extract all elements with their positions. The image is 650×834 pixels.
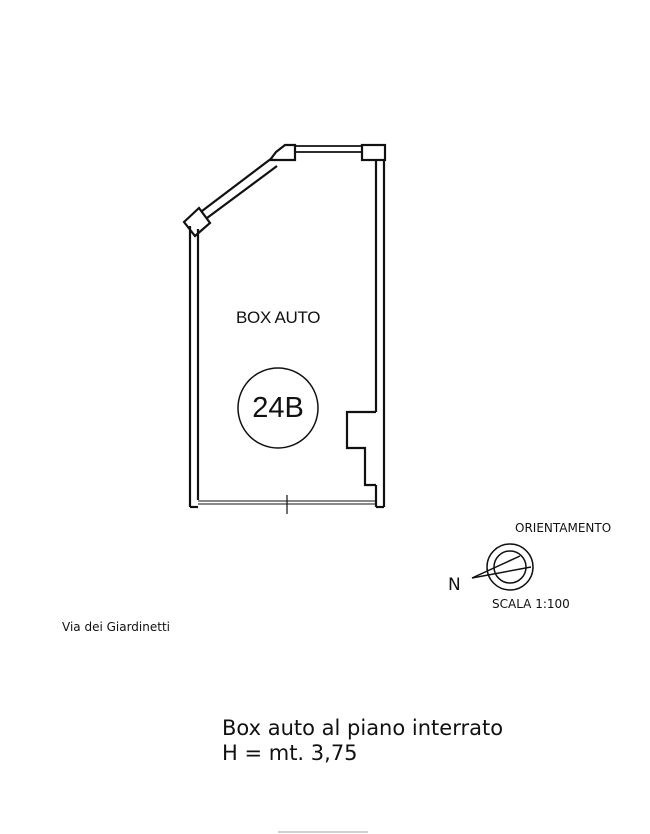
caption: Box auto al piano interrato H = mt. 3,75: [222, 716, 503, 766]
top-left-column: [267, 143, 297, 162]
top-wall-window: [295, 145, 362, 153]
top-right-column: [360, 143, 387, 162]
scale-label: SCALA 1:100: [492, 597, 570, 611]
orientation-title: ORIENTAMENTO: [515, 521, 612, 535]
right-wall: [374, 160, 386, 507]
compass-icon: [471, 543, 534, 591]
street-label: Via dei Giardinetti: [62, 620, 170, 634]
right-wall-stub: [374, 485, 384, 509]
left-wall: [188, 226, 200, 509]
box-number-circle: [237, 367, 319, 449]
box-number: 24B: [252, 392, 304, 424]
left-corner-column: [182, 206, 212, 238]
diagonal-wall: [201, 157, 278, 219]
caption-line-1: Box auto al piano interrato: [222, 716, 504, 740]
north-label: N: [448, 575, 461, 595]
pillar: [345, 410, 376, 487]
caption-line-2: H = mt. 3,75: [222, 741, 358, 765]
room-label: BOX AUTO: [236, 308, 321, 327]
